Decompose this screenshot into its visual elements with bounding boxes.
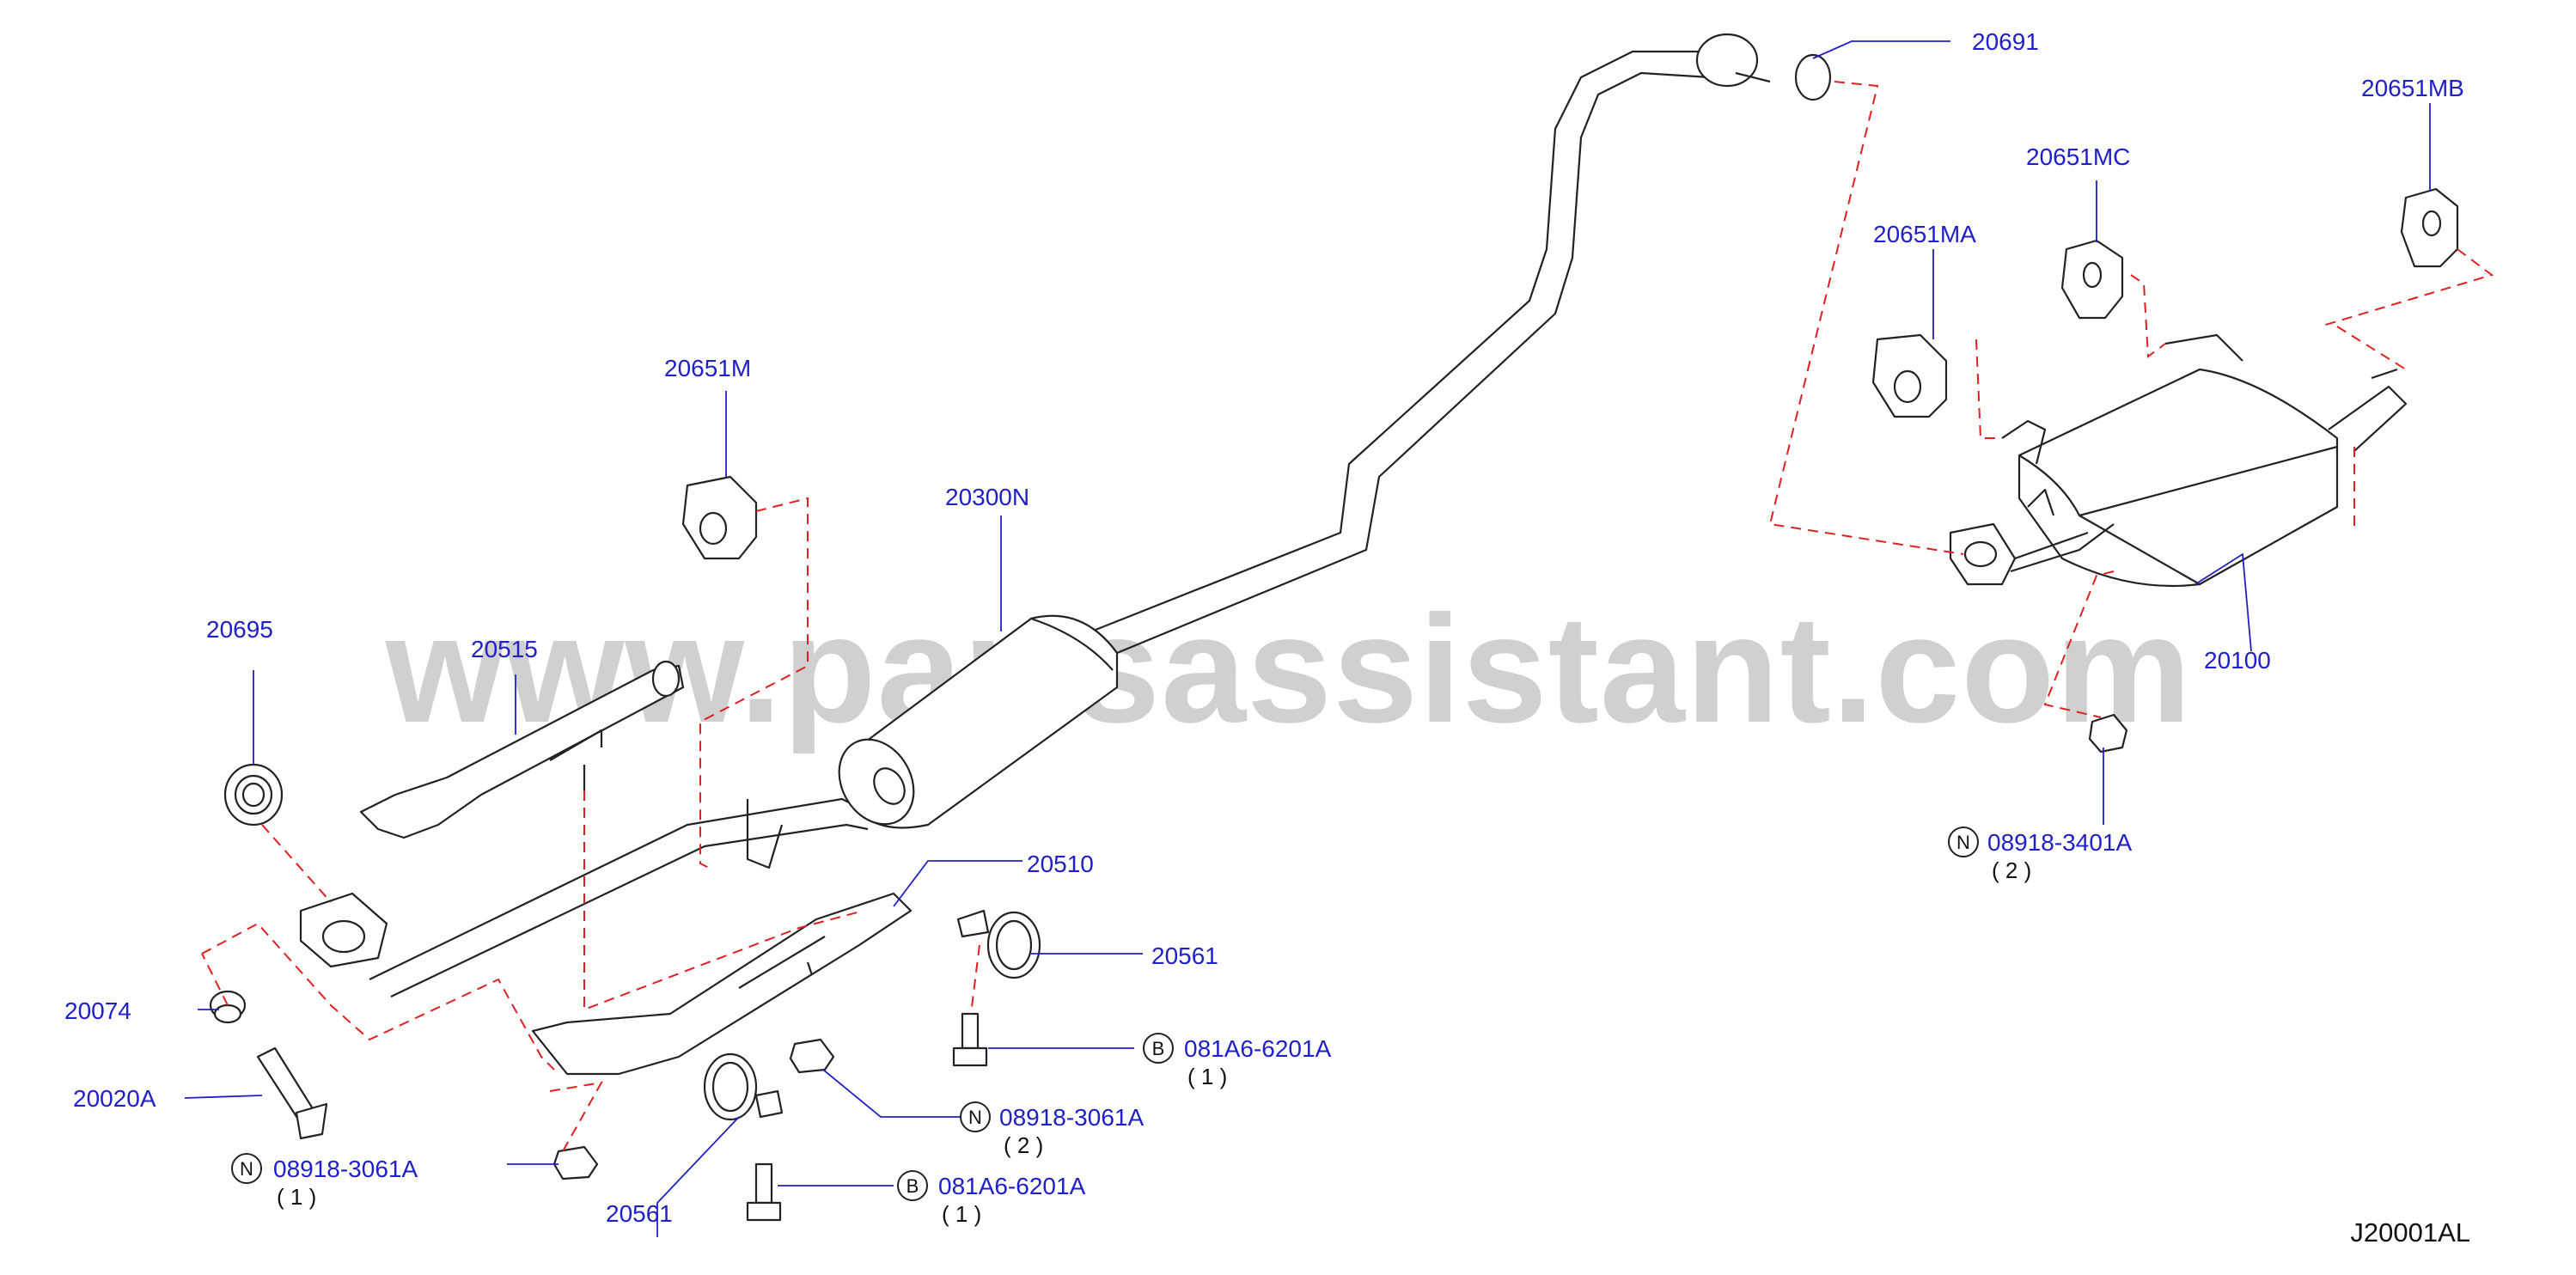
label-20020A[interactable]: 20020A [73,1085,156,1112]
center-pipe-assembly[interactable] [299,33,1771,997]
bolt-symbol-icon [1143,1033,1174,1064]
nut-letter: N [968,1107,982,1128]
bolt-upper[interactable] [952,1012,988,1067]
rubber-hanger-20651MB[interactable] [2400,187,2459,268]
label-20651MC[interactable]: 20651MC [2026,143,2130,170]
leader-lines [184,40,2431,1237]
qty-08918-3061A-lower: ( 1 ) [277,1184,316,1210]
label-20561-lower[interactable]: 20561 [606,1200,673,1227]
nut-08918-3401A[interactable] [2088,713,2128,753]
qty-081A6-6201A-lower: ( 1 ) [942,1201,981,1227]
qty-081A6-6201A-upper: ( 1 ) [1187,1064,1227,1089]
diagram-code: J20001AL [2350,1217,2470,1248]
nut-symbol-icon [960,1101,991,1132]
oxygen-sensor-20020A[interactable] [256,1046,328,1140]
nut-08918-3061A-lower[interactable] [552,1145,599,1180]
heat-shield-20510[interactable] [531,892,913,1076]
label-20100[interactable]: 20100 [2204,647,2271,674]
bolt-lower[interactable] [746,1162,782,1222]
clamp-20561-upper[interactable] [956,909,1041,979]
qty-08918-3401A: ( 2 ) [1992,857,2031,883]
nut-08918-3061A-center[interactable] [789,1038,835,1074]
heat-shield-20515[interactable] [359,660,685,839]
label-20515[interactable]: 20515 [471,636,538,662]
label-20691[interactable]: 20691 [1972,28,2039,55]
rear-muffler-20100[interactable] [1949,333,2408,588]
rubber-hanger-20651MA[interactable] [1871,333,1948,418]
label-20695[interactable]: 20695 [206,616,273,643]
plug-20074[interactable] [209,990,247,1024]
label-20510[interactable]: 20510 [1027,851,1094,877]
bolt-symbol-icon [897,1170,928,1201]
nut-symbol-icon [1948,827,1979,857]
nut-symbol-icon [231,1153,262,1184]
label-20651M[interactable]: 20651M [664,355,751,381]
rubber-hanger-20651M[interactable] [681,475,758,560]
bolt-letter: B [1152,1038,1165,1059]
bolt-letter: B [906,1175,919,1197]
watermark: www.partsassistant.com [385,583,2193,754]
label-20300N[interactable]: 20300N [945,484,1029,510]
label-20074[interactable]: 20074 [64,997,131,1024]
label-08918-3401A[interactable]: 08918-3401A [1987,829,2132,856]
assembly-guides [201,81,2494,1152]
label-081A6-6201A-lower[interactable]: 081A6-6201A [938,1173,1086,1199]
label-081A6-6201A-upper[interactable]: 081A6-6201A [1184,1035,1332,1062]
label-08918-3061A-lower[interactable]: 08918-3061A [273,1156,418,1182]
rubber-hanger-20651MC[interactable] [2060,239,2124,320]
label-20561-upper[interactable]: 20561 [1151,943,1218,969]
nut-letter: N [240,1158,253,1180]
label-20651MA[interactable]: 20651MA [1873,221,1976,247]
gasket-20691[interactable] [1794,53,1832,101]
nut-letter: N [1956,832,1970,853]
label-20651MB[interactable]: 20651MB [2361,75,2464,101]
qty-08918-3061A-center: ( 2 ) [1004,1132,1043,1158]
clamp-20561-lower[interactable] [703,1052,784,1121]
label-08918-3061A-center[interactable]: 08918-3061A [999,1104,1144,1131]
ring-insulator-20695[interactable] [223,763,284,827]
